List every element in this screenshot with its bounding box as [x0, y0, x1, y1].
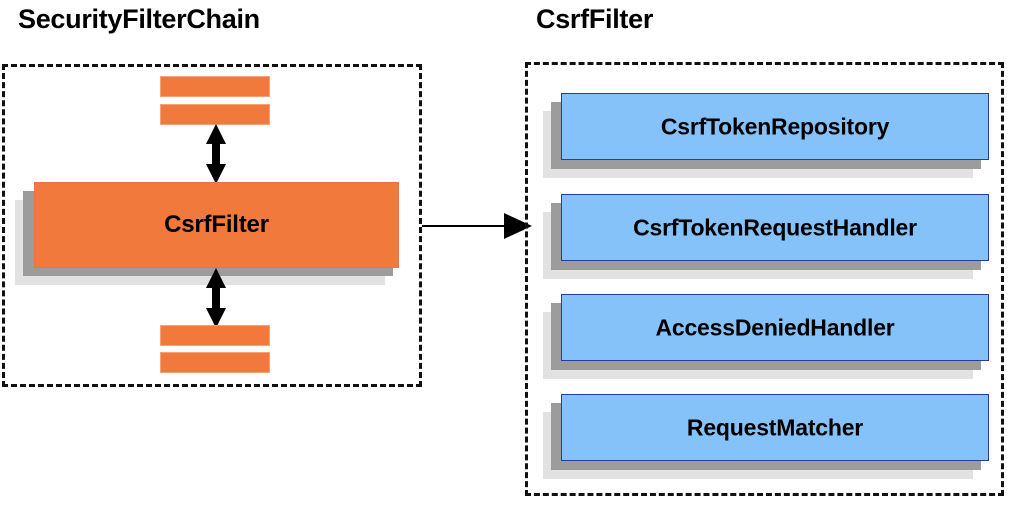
collaborator-block-1[interactable]: CsrfTokenRequestHandler	[543, 194, 1003, 284]
collaborator-label-2: AccessDeniedHandler	[655, 314, 895, 340]
page-title-csrf-filter: CsrfFilter	[536, 4, 654, 34]
csrf-filter-collaborators-container	[525, 62, 1004, 496]
collaborator-face-2[interactable]: AccessDeniedHandler	[561, 294, 989, 361]
csrf-filter-block[interactable]: CsrfFilter	[15, 182, 405, 292]
collaborator-face-1[interactable]: CsrfTokenRequestHandler	[561, 194, 989, 261]
collaborator-block-0[interactable]: CsrfTokenRepository	[543, 93, 1003, 183]
double-arrow-above-icon	[201, 124, 231, 184]
filter-bar-above-2	[160, 104, 270, 125]
collaborator-label-1: CsrfTokenRequestHandler	[633, 214, 917, 240]
filter-bar-below-2	[160, 352, 270, 373]
collaborator-block-3[interactable]: RequestMatcher	[543, 394, 1003, 484]
csrf-filter-label: CsrfFilter	[164, 211, 269, 238]
filter-bar-above-1	[160, 76, 270, 97]
collaborator-block-2[interactable]: AccessDeniedHandler	[543, 294, 1003, 384]
double-arrow-below-icon	[201, 268, 231, 328]
collaborator-face-3[interactable]: RequestMatcher	[561, 394, 989, 461]
collaborator-label-3: RequestMatcher	[686, 414, 864, 440]
page-title-security-filter-chain: SecurityFilterChain	[18, 4, 260, 34]
filter-bar-below-1	[160, 325, 270, 346]
collaborator-label-0: CsrfTokenRepository	[660, 113, 890, 139]
csrf-filter-face[interactable]: CsrfFilter	[34, 182, 399, 268]
security-filter-chain-container	[2, 64, 422, 387]
connector-arrow-icon	[422, 212, 532, 240]
collaborator-face-0[interactable]: CsrfTokenRepository	[561, 93, 989, 160]
